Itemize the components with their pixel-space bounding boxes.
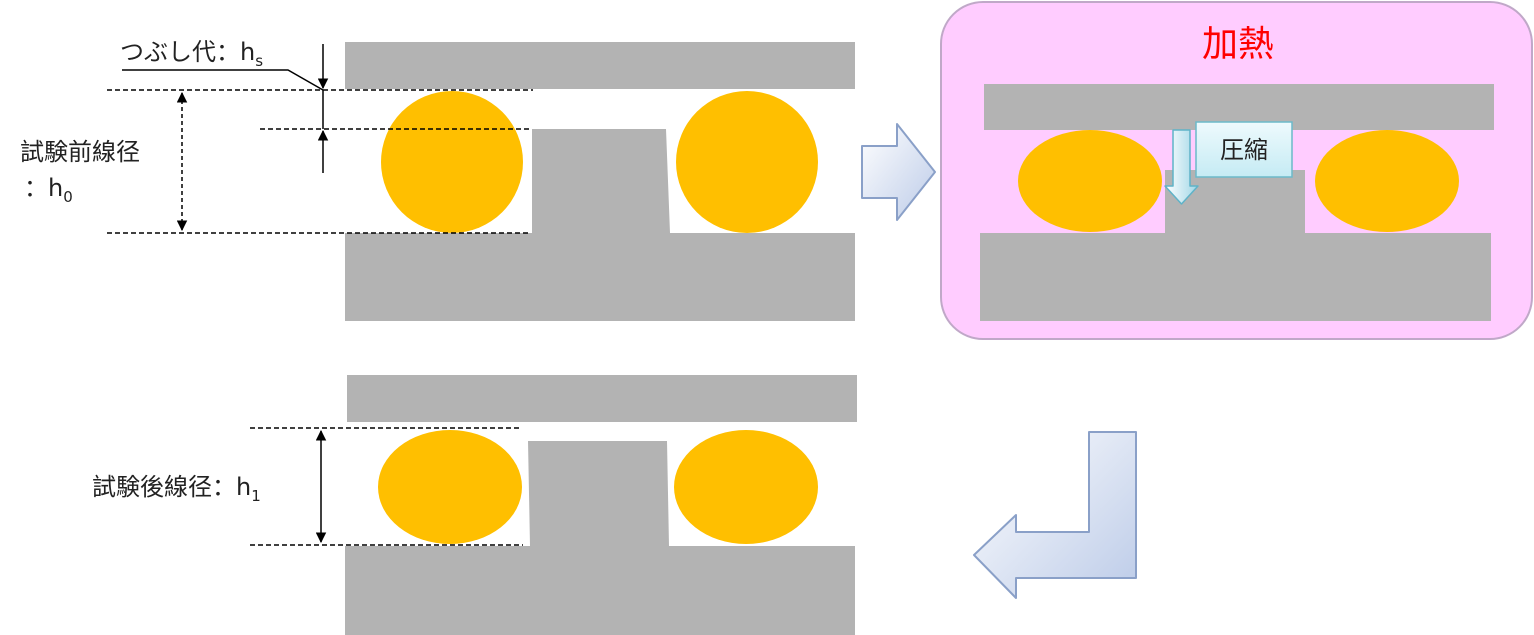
after-oring-right-section [674,430,818,544]
stage-after-test: 試験後線径：h1 [92,375,857,635]
after-diameter-label: 試験後線径：h1 [92,473,261,505]
heating-lower-flange [980,170,1491,321]
down-arrow-icon [1164,129,1199,205]
after-lower-flange [345,441,855,635]
oring-right-section [676,91,818,233]
stage-heating: 加熱 圧縮 [940,1,1533,340]
oring-left-section [381,91,523,233]
heating-oring-left-section [1018,130,1162,232]
stage-before-test: つぶし代：hs 試験前線径 ：h0 [20,38,855,321]
upper-plate [345,42,855,89]
before-diameter-symbol: ：h0 [24,174,73,206]
heating-title: 加熱 [1202,24,1274,65]
heating-oring-right-section [1315,130,1459,232]
crush-label: つぶし代：hs [120,38,263,70]
right-arrow-icon [861,123,936,221]
compression-label: 圧縮 [1220,136,1268,164]
lower-flange-with-groove-land [345,129,855,321]
after-upper-plate [347,375,857,422]
before-diameter-label: 試験前線径 [20,138,140,166]
after-oring-left-section [378,430,522,544]
crush-leader-line [122,69,324,91]
compression-label-box [1195,121,1293,178]
return-arrow-icon [973,431,1137,599]
